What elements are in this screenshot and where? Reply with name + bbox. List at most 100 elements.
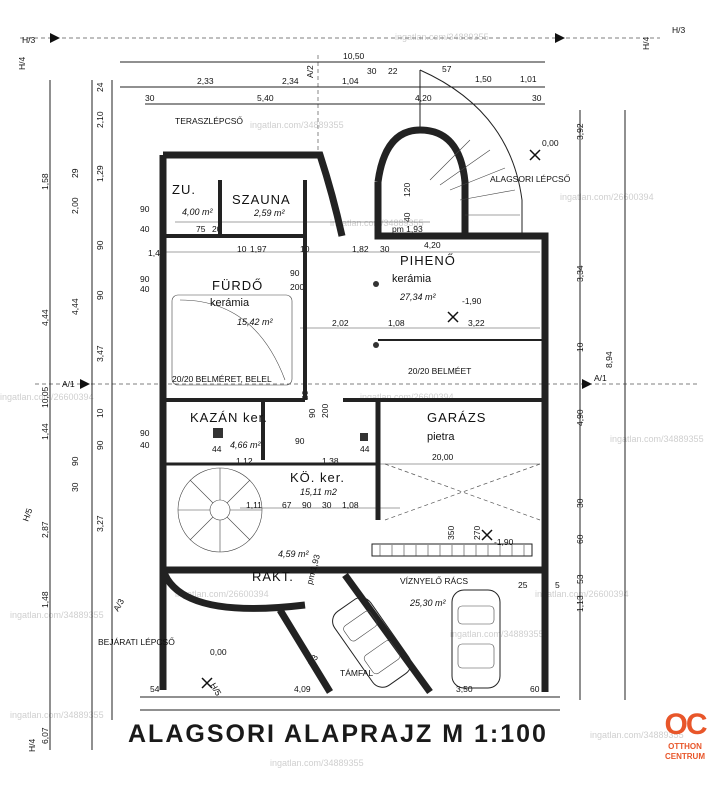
axis-label: H/4 bbox=[641, 37, 651, 51]
svg-text:1,48: 1,48 bbox=[40, 591, 50, 608]
room-material: pietra bbox=[427, 431, 455, 443]
annotation: 20/20 BELMÉRET, BELEL bbox=[172, 374, 272, 384]
svg-text:1,08: 1,08 bbox=[388, 318, 405, 328]
watermark: ingatlan.com/34889355 bbox=[395, 32, 489, 42]
svg-text:90: 90 bbox=[95, 240, 105, 250]
axis-arrow-icon bbox=[50, 33, 60, 43]
svg-text:40: 40 bbox=[140, 284, 150, 294]
svg-text:10,05: 10,05 bbox=[40, 386, 50, 408]
room-area: 15,42 m² bbox=[237, 317, 274, 327]
svg-text:4,44: 4,44 bbox=[40, 309, 50, 326]
watermark: ingatlan.com/26600394 bbox=[175, 589, 269, 599]
svg-text:2,00: 2,00 bbox=[70, 197, 80, 214]
axis-arrow-icon bbox=[555, 33, 565, 43]
watermark: ingatlan.com/34889355 bbox=[10, 710, 104, 720]
logo-line2: CENTRUM bbox=[665, 752, 705, 761]
level-markers bbox=[201, 149, 541, 689]
watermark: ingatlan.com/34889355 bbox=[590, 730, 684, 740]
axis-label: A/3 bbox=[111, 597, 126, 613]
watermark: ingatlan.com/34889355 bbox=[10, 610, 104, 620]
axis-label: H/3 bbox=[672, 25, 686, 35]
axis-label: A/1 bbox=[62, 379, 75, 389]
svg-text:4,90: 4,90 bbox=[575, 409, 585, 426]
room-name: FÜRDŐ bbox=[212, 278, 263, 293]
watermark: ingatlan.com/34889355 bbox=[450, 629, 544, 639]
svg-text:350: 350 bbox=[446, 526, 456, 540]
svg-text:1,04: 1,04 bbox=[342, 76, 359, 86]
svg-text:1,11: 1,11 bbox=[246, 500, 262, 510]
annotation: ALAGSORI LÉPCSŐ bbox=[490, 174, 571, 184]
svg-text:3,27: 3,27 bbox=[95, 515, 105, 532]
svg-text:270: 270 bbox=[472, 526, 482, 540]
level-value: -1,90 bbox=[494, 537, 514, 547]
svg-text:40: 40 bbox=[140, 224, 150, 234]
svg-text:4,09: 4,09 bbox=[294, 684, 311, 694]
svg-text:1,01: 1,01 bbox=[520, 74, 537, 84]
svg-text:40: 40 bbox=[402, 212, 412, 222]
room-material: kerámia bbox=[210, 297, 250, 309]
svg-text:5,40: 5,40 bbox=[257, 93, 274, 103]
svg-text:57: 57 bbox=[442, 64, 452, 74]
svg-text:75: 75 bbox=[196, 224, 206, 234]
annotation: TÁMFAL bbox=[340, 668, 373, 678]
svg-text:2,87: 2,87 bbox=[40, 521, 50, 538]
svg-text:90: 90 bbox=[295, 436, 305, 446]
dimension-text: 10,50 2,33 2,34 1,04 30 22 57 1,50 1,01 … bbox=[40, 51, 614, 744]
svg-text:1,13: 1,13 bbox=[575, 595, 585, 612]
svg-text:1,97: 1,97 bbox=[250, 244, 267, 254]
svg-text:4,20: 4,20 bbox=[424, 240, 441, 250]
svg-text:5: 5 bbox=[555, 580, 560, 590]
room-labels: ZU. 4,00 m² SZAUNA 2,59 m² FÜRDŐ kerámia… bbox=[172, 182, 485, 608]
watermark: ingatlan.com/34889355 bbox=[270, 758, 364, 768]
logo-mark: OC bbox=[664, 708, 708, 741]
room-name: KAZÁN ker. bbox=[190, 410, 268, 425]
svg-text:200: 200 bbox=[290, 282, 304, 292]
svg-text:20: 20 bbox=[212, 224, 222, 234]
room-area: 2,59 m² bbox=[253, 208, 286, 218]
svg-text:40: 40 bbox=[140, 440, 150, 450]
svg-text:44: 44 bbox=[360, 444, 370, 454]
room-area: 27,34 m² bbox=[399, 292, 437, 302]
svg-text:20,00: 20,00 bbox=[432, 452, 454, 462]
svg-text:30: 30 bbox=[575, 498, 585, 508]
svg-text:2,33: 2,33 bbox=[197, 76, 214, 86]
svg-text:67: 67 bbox=[282, 500, 292, 510]
dimension-lines bbox=[49, 61, 626, 750]
svg-text:1,29: 1,29 bbox=[95, 165, 105, 182]
svg-text:29: 29 bbox=[70, 168, 80, 178]
svg-text:30: 30 bbox=[532, 93, 542, 103]
axis-label: A/2 bbox=[305, 65, 315, 78]
svg-text:8,94: 8,94 bbox=[604, 351, 614, 368]
watermark: ingatlan.com/26600394 bbox=[360, 392, 454, 402]
svg-text:1,38: 1,38 bbox=[322, 456, 339, 466]
axis-label: H/3 bbox=[22, 35, 36, 45]
level-value: 0,00 bbox=[542, 138, 559, 148]
svg-text:3,50: 3,50 bbox=[456, 684, 473, 694]
axis-arrow-icon bbox=[582, 379, 592, 389]
garage-details bbox=[332, 463, 541, 689]
svg-text:90: 90 bbox=[140, 274, 150, 284]
annotation: TERASZLÉPCSŐ bbox=[175, 116, 243, 126]
watermark: ingatlan.com/34889355 bbox=[250, 120, 344, 130]
svg-text:1,12: 1,12 bbox=[236, 456, 253, 466]
svg-text:3,34: 3,34 bbox=[575, 265, 585, 282]
watermark: ingatlan.com/34889355 bbox=[610, 434, 704, 444]
svg-text:90: 90 bbox=[70, 456, 80, 466]
svg-text:90: 90 bbox=[95, 440, 105, 450]
car-icon bbox=[332, 597, 412, 688]
walls bbox=[159, 69, 549, 695]
svg-text:10: 10 bbox=[95, 408, 105, 418]
room-name: KÖ. ker. bbox=[290, 470, 345, 485]
stairs bbox=[171, 139, 520, 553]
svg-text:30: 30 bbox=[322, 500, 332, 510]
logo-line1: OTTHON bbox=[668, 742, 702, 751]
svg-text:3,47: 3,47 bbox=[95, 345, 105, 362]
svg-text:120: 120 bbox=[402, 183, 412, 197]
annotation: 20/20 BELMÉET bbox=[408, 366, 471, 376]
svg-text:90: 90 bbox=[302, 500, 312, 510]
svg-text:54: 54 bbox=[150, 684, 160, 694]
watermark: ingatlan.com/26600394 bbox=[535, 589, 629, 599]
svg-text:30: 30 bbox=[70, 482, 80, 492]
svg-text:24: 24 bbox=[95, 82, 105, 92]
